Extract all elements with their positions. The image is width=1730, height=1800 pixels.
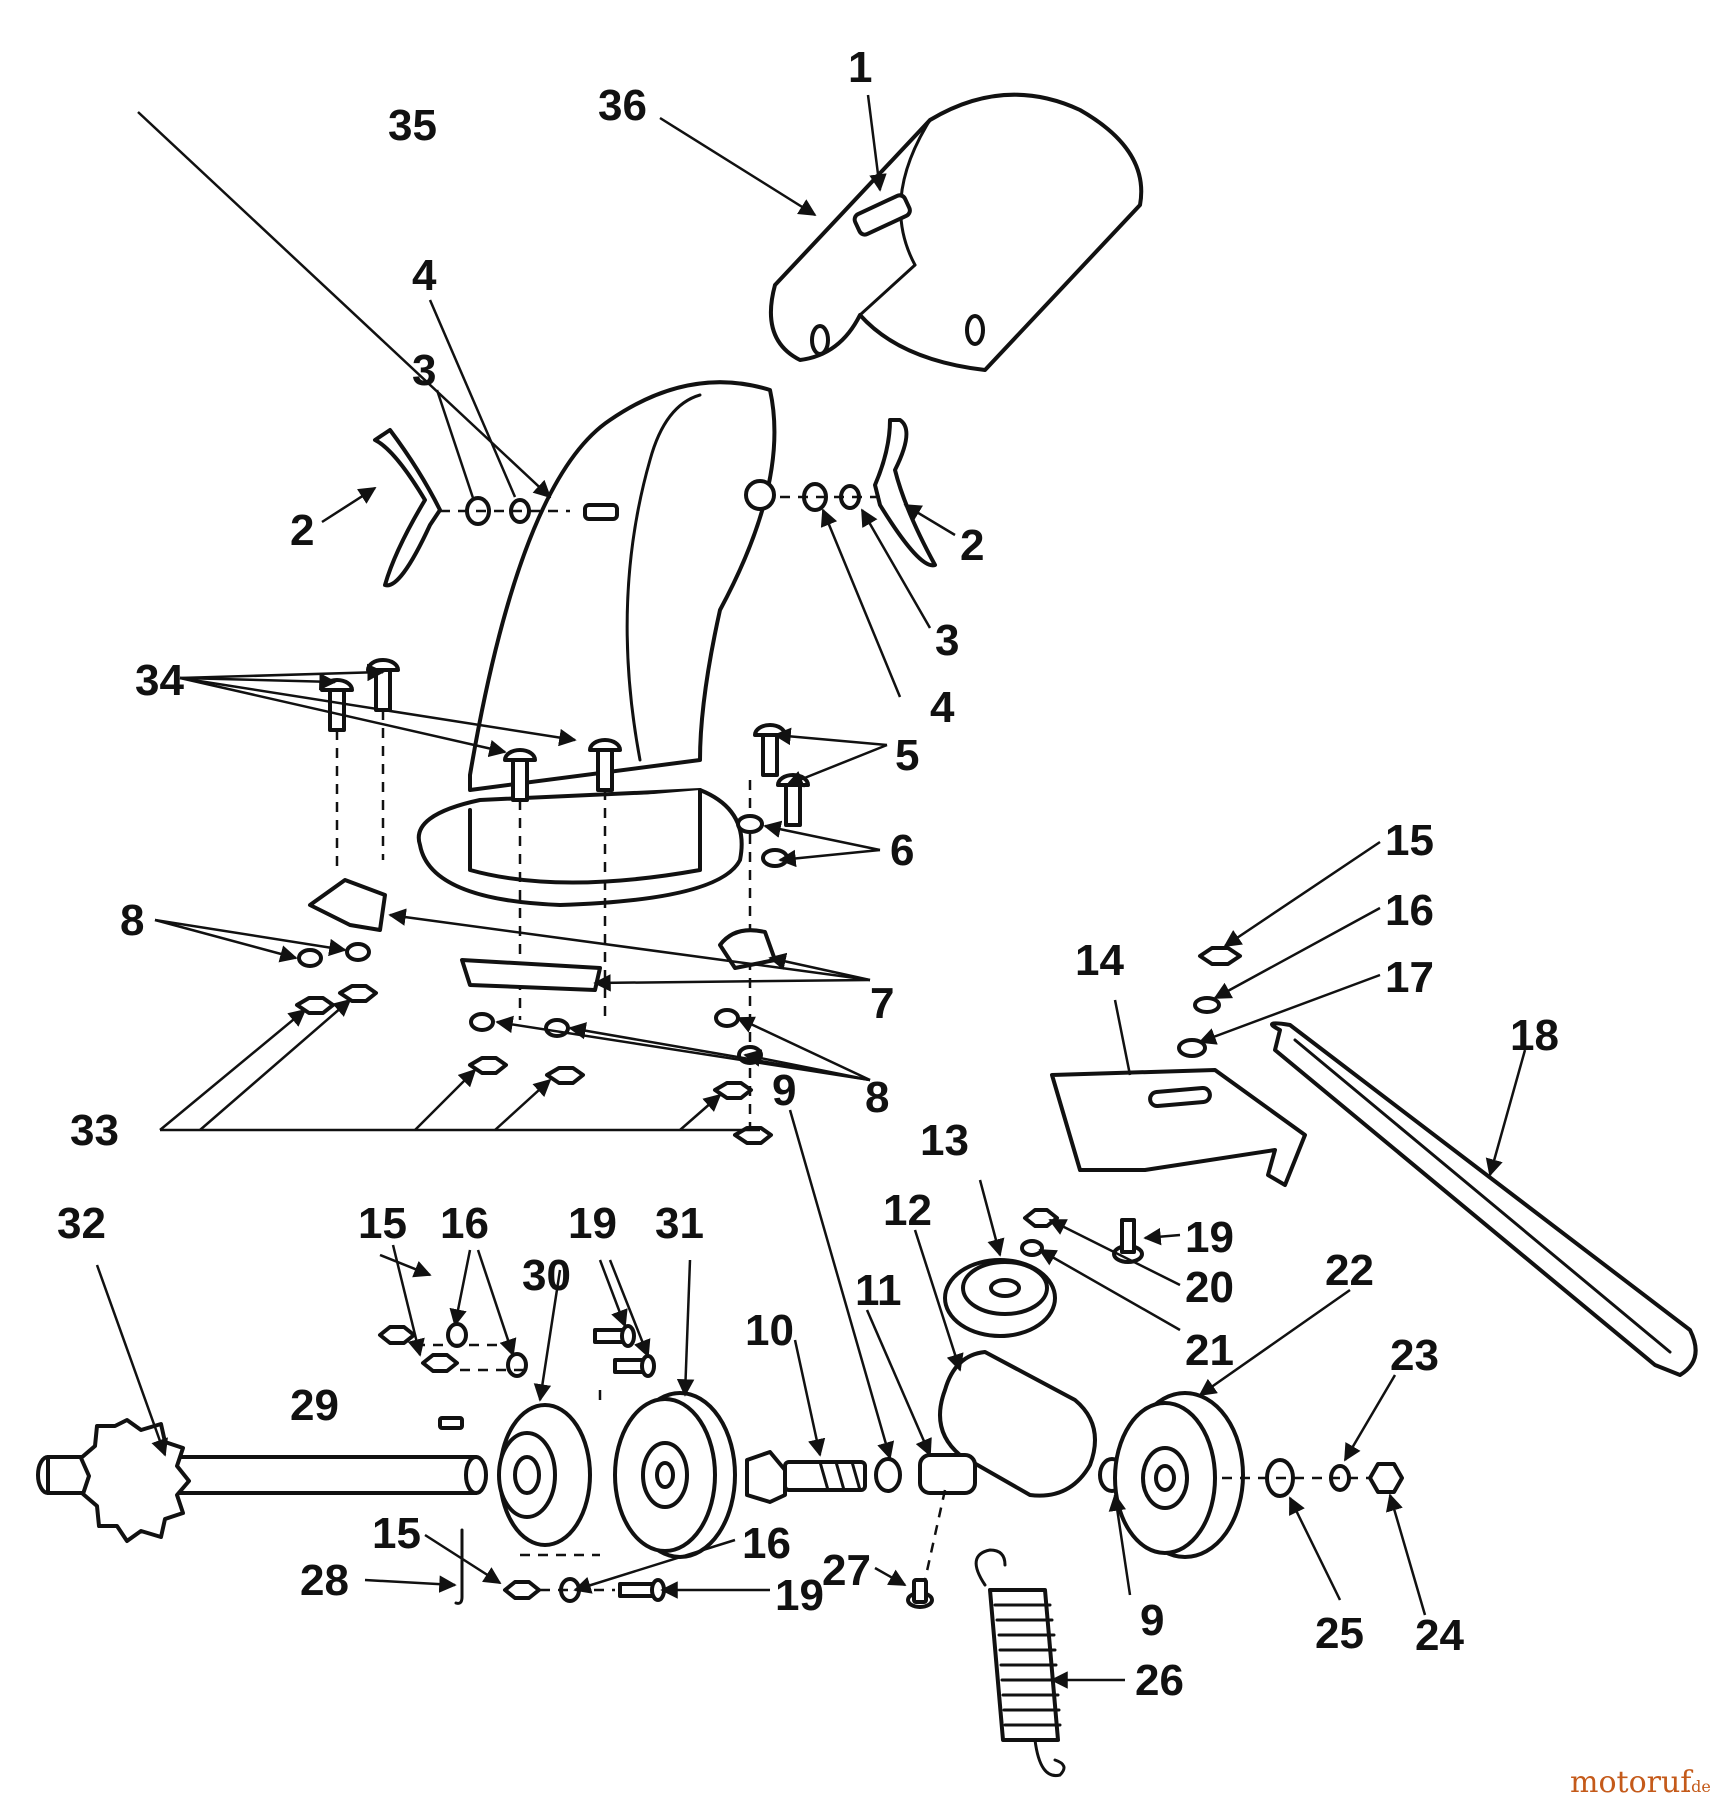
callout-29: 29 bbox=[290, 1381, 339, 1430]
callout-19-upper: 19 bbox=[568, 1199, 617, 1248]
callout-17: 17 bbox=[1385, 953, 1434, 1002]
drive-shaft bbox=[36, 1418, 488, 1543]
callout-5: 5 bbox=[895, 731, 919, 780]
callout-15-top: 15 bbox=[1385, 816, 1434, 865]
callout-21: 21 bbox=[1185, 1326, 1234, 1375]
carriage-bolts bbox=[320, 658, 810, 1130]
callout-35: 35 bbox=[388, 101, 437, 150]
callout-15-upper: 15 bbox=[358, 1199, 407, 1248]
guard-nut bbox=[1198, 946, 1242, 966]
discharge-chute bbox=[416, 380, 777, 907]
callout-28: 28 bbox=[300, 1556, 349, 1605]
callout-13: 13 bbox=[920, 1116, 969, 1165]
callout-36: 36 bbox=[598, 81, 647, 130]
chute-wing-handle-right bbox=[873, 418, 937, 568]
chute-clamp-left bbox=[308, 878, 387, 932]
drive-pulley bbox=[613, 1391, 737, 1559]
callout-22: 22 bbox=[1325, 1246, 1374, 1295]
watermark-text: motoruf bbox=[1570, 1765, 1693, 1800]
callout-4-right: 4 bbox=[930, 683, 955, 732]
hex-bolt bbox=[745, 1450, 867, 1504]
cotter-pin bbox=[454, 1528, 464, 1605]
callout-32: 32 bbox=[57, 1199, 106, 1248]
guard-lockwasher bbox=[1193, 996, 1221, 1014]
idler-arm bbox=[938, 1350, 1097, 1498]
callout-30: 30 bbox=[522, 1251, 571, 1300]
chute-wing-handle-left bbox=[373, 428, 442, 588]
callout-20: 20 bbox=[1185, 1263, 1234, 1312]
callout-9-right: 9 bbox=[1140, 1596, 1164, 1645]
callout-24: 24 bbox=[1415, 1611, 1464, 1660]
callout-33: 33 bbox=[70, 1106, 119, 1155]
callout-25: 25 bbox=[1315, 1609, 1364, 1658]
callout-12: 12 bbox=[883, 1186, 932, 1235]
callout-8-right: 8 bbox=[865, 1073, 889, 1122]
watermark-suffix: .de bbox=[1686, 1777, 1711, 1796]
callout-15-lower: 15 bbox=[372, 1509, 421, 1558]
part-drawings bbox=[36, 92, 1698, 1778]
driven-pulley bbox=[1113, 1391, 1245, 1559]
callout-16-lower: 16 bbox=[742, 1519, 791, 1568]
callout-8-left: 8 bbox=[120, 896, 144, 945]
pulley-hub bbox=[497, 1403, 592, 1547]
site-watermark: motoruf .de bbox=[1570, 1765, 1711, 1800]
callout-labels: 1 2 2 3 3 4 4 5 6 7 8 8 9 9 10 11 12 13 … bbox=[57, 43, 1559, 1705]
extension-spring bbox=[974, 1548, 1066, 1778]
callout-4-left: 4 bbox=[412, 251, 437, 300]
set-screw bbox=[906, 1578, 934, 1609]
callout-19-lower: 19 bbox=[775, 1571, 824, 1620]
callout-2-left: 2 bbox=[290, 506, 314, 555]
callout-23: 23 bbox=[1390, 1331, 1439, 1380]
callout-3-right: 3 bbox=[935, 616, 959, 665]
callout-16-upper: 16 bbox=[440, 1199, 489, 1248]
callout-3-left: 3 bbox=[412, 346, 436, 395]
callout-18: 18 bbox=[1510, 1011, 1559, 1060]
callout-26: 26 bbox=[1135, 1656, 1184, 1705]
spacer bbox=[918, 1453, 977, 1495]
flat-washer-9a bbox=[874, 1457, 902, 1493]
callout-1: 1 bbox=[848, 43, 872, 92]
callout-19-guard: 19 bbox=[1185, 1213, 1234, 1262]
washers-3-4 bbox=[440, 482, 880, 526]
callout-9-left: 9 bbox=[772, 1066, 796, 1115]
callout-16-top: 16 bbox=[1385, 886, 1434, 935]
chute-clamp-center bbox=[460, 958, 602, 992]
callout-11: 11 bbox=[855, 1266, 902, 1315]
callout-31: 31 bbox=[655, 1199, 704, 1248]
callout-14: 14 bbox=[1075, 936, 1124, 985]
callout-10: 10 bbox=[745, 1306, 794, 1355]
idler-pulley-13 bbox=[943, 1208, 1059, 1338]
belt-guard bbox=[1050, 1068, 1307, 1187]
callout-2-right: 2 bbox=[960, 521, 984, 570]
shaft-key bbox=[438, 1416, 464, 1430]
callout-6: 6 bbox=[890, 826, 914, 875]
leader-lines bbox=[95, 94, 1527, 1689]
chute-deflector-hood bbox=[768, 92, 1144, 372]
callout-7: 7 bbox=[870, 979, 894, 1028]
hex-nut-24 bbox=[1368, 1462, 1404, 1494]
callout-27: 27 bbox=[822, 1546, 871, 1595]
callout-34: 34 bbox=[135, 656, 184, 705]
